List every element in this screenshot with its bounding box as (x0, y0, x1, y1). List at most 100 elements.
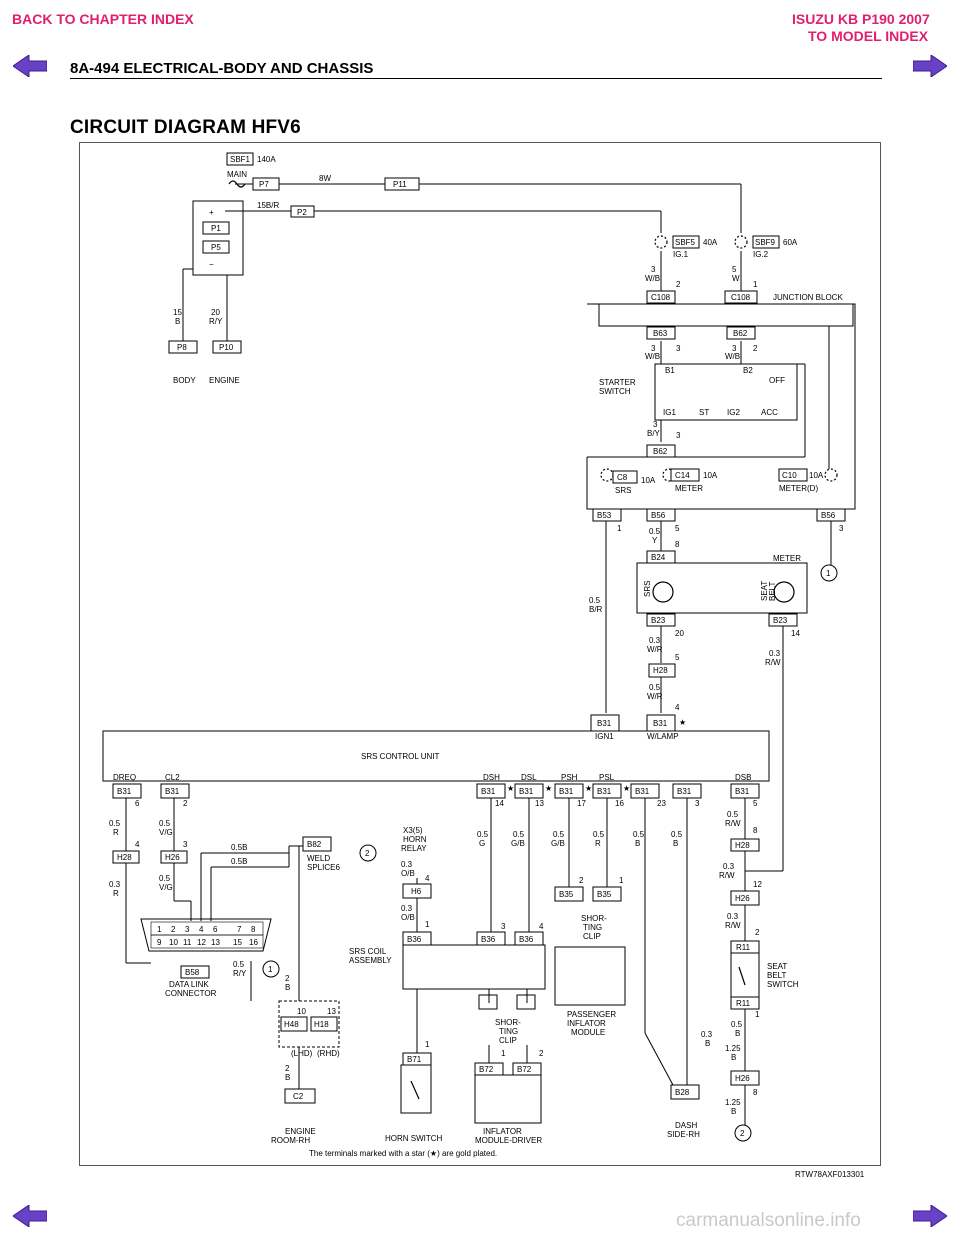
lbl-w03-b: 0.3 (701, 1030, 713, 1039)
lbl-seatsw2: BELT (767, 971, 787, 980)
lbl-pin3f: 3 (501, 922, 506, 931)
header-rule (70, 78, 882, 79)
dlc-pin-1: 1 (157, 925, 162, 934)
lbl-w3d-n: 3 (653, 420, 658, 429)
lbl-pin1b: 1 (617, 524, 622, 533)
circuit-diagram: SBF1 140A MAIN P7 P11 8W 15B/R P2 + P1 P… (102, 152, 856, 1158)
lbl-b31-dsl: B31 (519, 787, 534, 796)
lbl-short3a: CLIP (583, 932, 601, 941)
lbl-pin8b: 8 (753, 826, 758, 835)
lbl-w05-gb: 0.5 (513, 830, 525, 839)
lbl-p7: P7 (259, 180, 269, 189)
lbl-c14-amp: 10A (703, 471, 718, 480)
lbl-starter2: SWITCH (599, 387, 631, 396)
lbl-c-b5: B (731, 1053, 736, 1062)
lbl-w05-b3: 0.5 (731, 1020, 743, 1029)
lbl-sbf5: SBF5 (675, 238, 696, 247)
dlc-pin-6: 6 (213, 925, 218, 934)
prev-page-arrow-bottom-icon[interactable] (13, 1205, 47, 1227)
lbl-ign1: IGN1 (595, 732, 614, 741)
lbl-c8-amp: 10A (641, 476, 656, 485)
section-heading: 8A-494 ELECTRICAL-BODY AND CHASSIS (70, 60, 374, 77)
lbl-weld2: SPLICE6 (307, 863, 340, 872)
lbl-meter-d: METER(D) (779, 484, 818, 493)
lbl-sbf9-amp: 60A (783, 238, 798, 247)
lbl-pin5: 5 (675, 524, 680, 533)
lbl-pin3c: 3 (839, 524, 844, 533)
dlc-pin-11: 11 (183, 938, 192, 947)
prev-page-arrow-icon[interactable] (13, 55, 47, 77)
lbl-w15: 15B/R (257, 201, 279, 210)
lbl-pin4a: 4 (675, 703, 680, 712)
lbl-psh: PSH (561, 773, 578, 782)
lbl-c-br: B/R (589, 605, 603, 614)
lbl-seat-belt1: SEAT (760, 581, 769, 601)
lbl-b36b: B36 (481, 935, 496, 944)
lbl-pin8c: 8 (753, 1088, 758, 1097)
lbl-srs-coil1: SRS COIL (349, 947, 387, 956)
lbl-w2b-c: B (285, 1073, 290, 1082)
dlc-pin-3: 3 (185, 925, 190, 934)
lbl-psl: PSL (599, 773, 615, 782)
lbl-w2-c: B (285, 983, 290, 992)
lbl-pin2c: 2 (183, 799, 188, 808)
next-page-arrow-icon[interactable] (913, 55, 947, 77)
lbl-b31-dreq: B31 (117, 787, 132, 796)
lbl-b35b: B35 (597, 890, 612, 899)
dlc-pin-9: 9 (157, 938, 162, 947)
lbl-pass2: INFLATOR (567, 1019, 606, 1028)
lbl-pin13: 13 (535, 799, 544, 808)
lbl-pin4d: 4 (539, 922, 544, 931)
lbl-c-rw-a: R/W (765, 658, 781, 667)
dlc-pin-16: 16 (249, 938, 258, 947)
back-to-chapter-link[interactable]: BACK TO CHAPTER INDEX (12, 11, 194, 27)
lbl-srs-unit: SRS CONTROL UNIT (361, 752, 439, 761)
lbl-dsb: DSB (735, 773, 751, 782)
lbl-b58: B58 (185, 968, 200, 977)
lbl-p11: P11 (393, 180, 407, 189)
lbl-w05c: 0.5 (649, 683, 661, 692)
lbl-horn-relay2: RELAY (401, 844, 427, 853)
lbl-c-gb: G/B (511, 839, 525, 848)
lbl-dash2: SIDE-RH (667, 1130, 700, 1139)
lbl-w05-ry: 0.5 (233, 960, 245, 969)
lbl-seatsw1: SEAT (767, 962, 787, 971)
lbl-b23b: B23 (773, 616, 788, 625)
star-psl: ★ (623, 784, 630, 793)
lbl-sbf9: SBF9 (755, 238, 776, 247)
lbl-w3b-n: 3 (651, 344, 656, 353)
lbl-w5-n: 5 (732, 265, 737, 274)
lbl-eng-room1: ENGINE (285, 1127, 316, 1136)
model-title-link[interactable]: ISUZU KB P190 2007 (792, 11, 930, 27)
lbl-w05b-2: 0.5B (231, 857, 247, 866)
lbl-w8: 8W (319, 174, 331, 183)
lbl-b23a: B23 (651, 616, 666, 625)
lbl-pin13b: 13 (327, 1007, 336, 1016)
lbl-pin23: 23 (657, 799, 666, 808)
lbl-pin3b: 3 (676, 431, 681, 440)
lbl-c-b: B (635, 839, 640, 848)
lbl-b31-gnd1: B31 (635, 787, 650, 796)
lbl-c-r2: R (113, 889, 119, 898)
dlc-pin-2: 2 (171, 925, 176, 934)
lbl-b31-dsh: B31 (481, 787, 496, 796)
lbl-infl2: MODULE-DRIVER (475, 1136, 542, 1145)
star-dsh: ★ (507, 784, 514, 793)
lbl-c-r: R (113, 828, 119, 837)
lbl-c-g: G (479, 839, 485, 848)
lbl-pin17: 17 (577, 799, 586, 808)
lbl-b72a: B72 (479, 1065, 494, 1074)
lbl-ig1: IG.1 (673, 250, 689, 259)
to-model-index-link[interactable]: TO MODEL INDEX (808, 28, 929, 44)
lbl-pin1d: 1 (619, 876, 624, 885)
lbl-b31-wlamp: B31 (653, 719, 668, 728)
lbl-weld1: WELD (307, 854, 330, 863)
lbl-horn-sw: HORN SWITCH (385, 1134, 443, 1143)
next-page-arrow-bottom-icon[interactable] (913, 1205, 947, 1227)
lbl-b71: B71 (407, 1055, 422, 1064)
lbl-infl1: INFLATOR (483, 1127, 522, 1136)
lbl-junction: JUNCTION BLOCK (773, 293, 843, 302)
lbl-b53: B53 (597, 511, 612, 520)
lbl-pin5c: 5 (753, 799, 758, 808)
lbl-pin1f: 1 (425, 1040, 430, 1049)
